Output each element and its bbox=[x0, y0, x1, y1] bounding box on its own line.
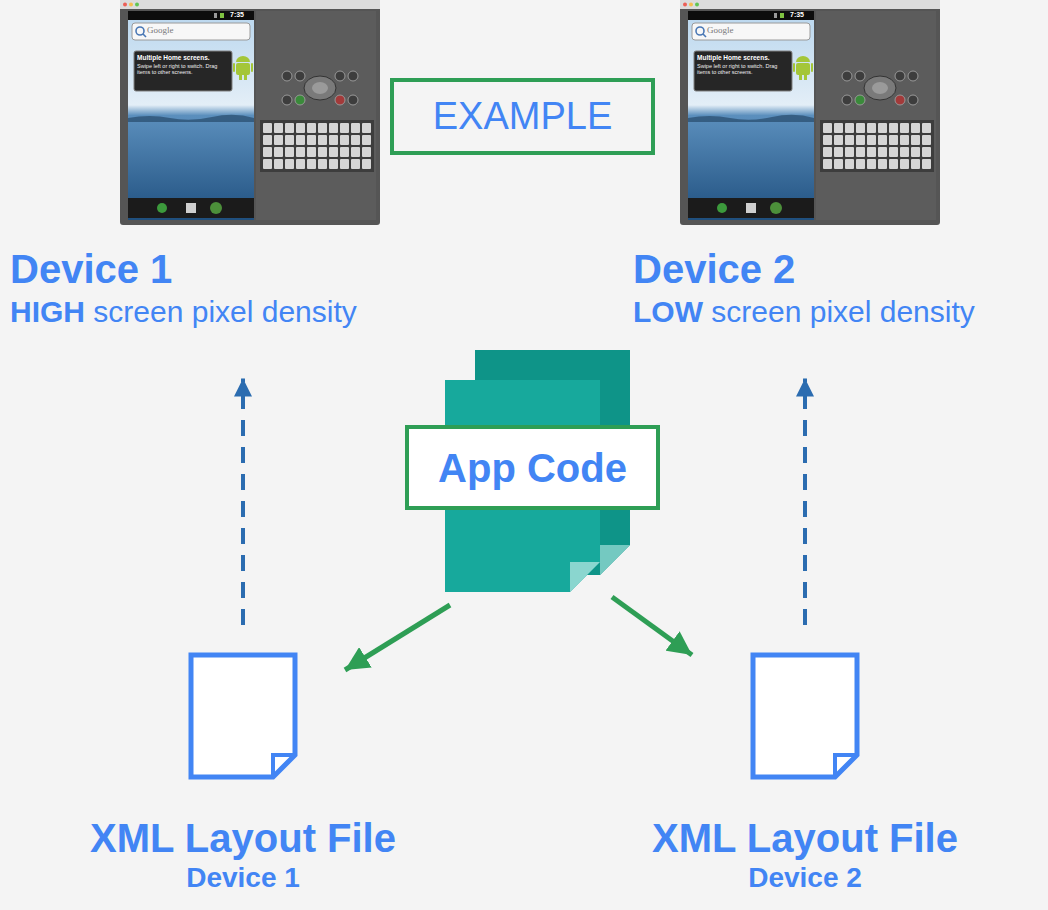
file-title: XML Layout File bbox=[652, 815, 958, 861]
example-box: EXAMPLE bbox=[390, 78, 655, 155]
note-rest: screen pixel density bbox=[703, 295, 975, 328]
file-fold bbox=[835, 755, 857, 777]
file-title: XML Layout File bbox=[90, 815, 396, 861]
file-device: Device 1 bbox=[186, 861, 300, 895]
app-code-label: App Code bbox=[438, 445, 627, 491]
device-title: Device 2 bbox=[633, 245, 975, 293]
example-label: EXAMPLE bbox=[433, 95, 613, 139]
screen-text-holder: 7:35 bbox=[790, 11, 804, 18]
screen-text-holder: Swipe left or right to switch. Drag item… bbox=[137, 63, 229, 76]
density-note: HIGH screen pixel density bbox=[10, 293, 357, 331]
search-hint: Google bbox=[707, 26, 734, 36]
popup-title: Multiple Home screens. bbox=[137, 54, 229, 61]
screen-text-holder: 7:35 bbox=[230, 11, 244, 18]
emphasis-word: LOW bbox=[633, 295, 703, 328]
dashed-arrow bbox=[241, 379, 245, 626]
screen-text-holder: Google bbox=[707, 26, 734, 36]
document-fold bbox=[570, 562, 600, 592]
popup-title: Multiple Home screens. bbox=[697, 54, 789, 61]
file-device: Device 2 bbox=[748, 861, 862, 895]
file-icon bbox=[750, 652, 860, 780]
device-caption: Device 2LOW screen pixel density bbox=[633, 245, 975, 331]
file-outline bbox=[191, 655, 295, 777]
file-icon bbox=[188, 652, 298, 780]
screen-text-holder: Swipe left or right to switch. Drag item… bbox=[697, 63, 789, 76]
document-fold bbox=[600, 545, 630, 575]
clock-text: 7:35 bbox=[230, 11, 244, 18]
note-rest: screen pixel density bbox=[85, 295, 357, 328]
popup-body: Swipe left or right to switch. Drag item… bbox=[137, 63, 229, 76]
flow-arrow bbox=[345, 605, 450, 670]
screen-text-holder: Multiple Home screens. bbox=[697, 54, 789, 61]
flow-arrow bbox=[612, 597, 692, 655]
search-hint: Google bbox=[147, 26, 174, 36]
device-caption: Device 1HIGH screen pixel density bbox=[10, 245, 357, 331]
popup-body: Swipe left or right to switch. Drag item… bbox=[697, 63, 789, 76]
file-outline bbox=[753, 655, 857, 777]
emulator-screenshot bbox=[120, 0, 380, 225]
emphasis-word: HIGH bbox=[10, 295, 85, 328]
screen-text-holder: Google bbox=[147, 26, 174, 36]
app-code-label-box: App Code bbox=[405, 425, 660, 510]
xml-layout-file: XML Layout FileDevice 1 bbox=[90, 652, 396, 895]
emulator-screenshot bbox=[680, 0, 940, 225]
density-note: LOW screen pixel density bbox=[633, 293, 975, 331]
device-title: Device 1 bbox=[10, 245, 357, 293]
clock-text: 7:35 bbox=[790, 11, 804, 18]
app-code-stack: App Code bbox=[405, 350, 660, 592]
dashed-arrow bbox=[803, 379, 807, 626]
file-fold bbox=[273, 755, 295, 777]
xml-layout-file: XML Layout FileDevice 2 bbox=[652, 652, 958, 895]
screen-text-holder: Multiple Home screens. bbox=[137, 54, 229, 61]
